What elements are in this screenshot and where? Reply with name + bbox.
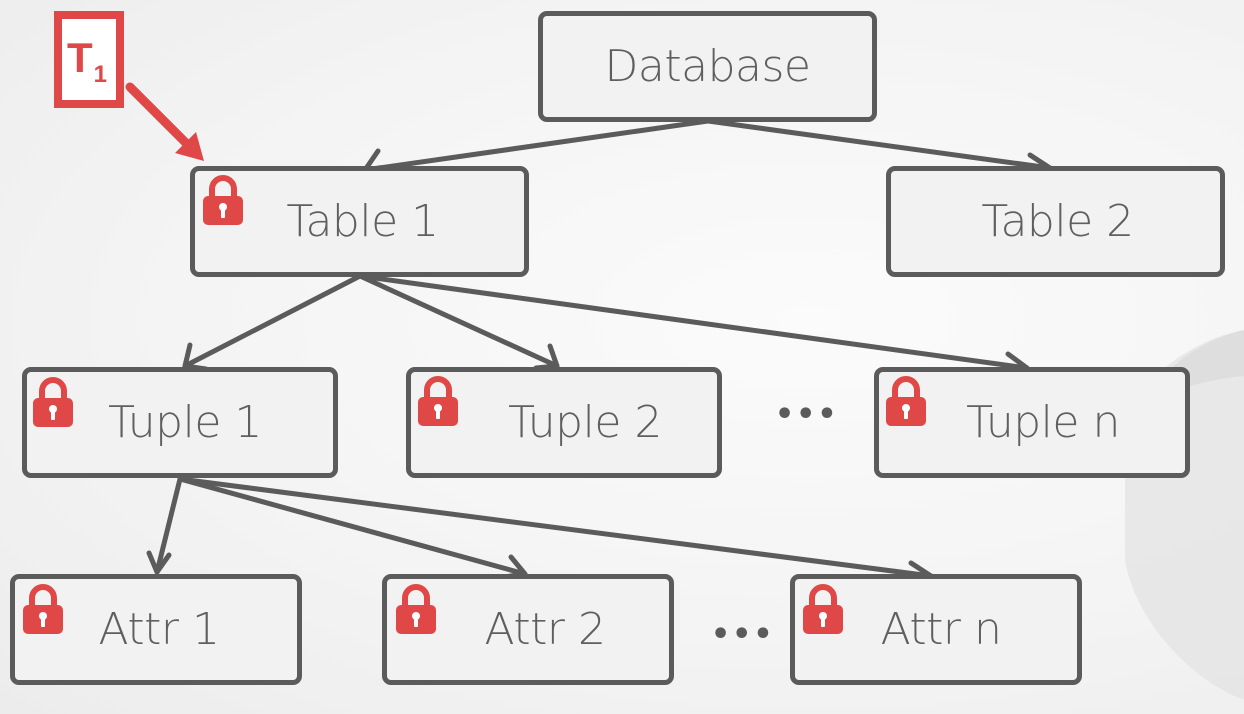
edge-tuple1-attr2 [177, 476, 528, 577]
node-attr-1-label: Attr 1 [98, 604, 220, 655]
node-table-1-label: Table 1 [286, 196, 439, 247]
node-database-label: Database [604, 41, 811, 92]
padlock-icon [33, 377, 73, 427]
padlock-icon [23, 584, 63, 634]
tuples-ellipsis: ••• [775, 397, 839, 432]
node-table-1: Table 1 [190, 166, 529, 277]
node-attr-2-label: Attr 2 [484, 604, 606, 655]
padlock-icon [886, 376, 926, 426]
t1-pointer-arrowhead [175, 132, 204, 161]
edge-table1-tuplen [357, 273, 1030, 371]
padlock-icon [803, 584, 843, 634]
padlock-icon [418, 376, 458, 426]
edge-tuple1-attrn [177, 476, 934, 579]
node-tuple-2: Tuple 2 [406, 367, 722, 478]
node-table-2: Table 2 [886, 166, 1225, 277]
transaction-label: T1 [66, 33, 107, 88]
edge-table1-tuple1 [182, 273, 363, 369]
padlock-icon [396, 584, 436, 634]
node-tuple-2-label: Tuple 2 [508, 397, 662, 448]
node-tuple-1: Tuple 1 [22, 367, 338, 478]
edge-tuple1-attr1 [154, 476, 183, 575]
edge-database-table1 [362, 118, 711, 173]
t1-pointer-arrow [125, 82, 201, 158]
node-tuple-n-label: Tuple n [966, 397, 1120, 448]
node-tuple-n: Tuple n [874, 367, 1190, 478]
padlock-icon [203, 175, 243, 225]
edge-database-table2 [705, 118, 1053, 171]
attrs-ellipsis: ••• [711, 617, 775, 652]
node-database: Database [538, 11, 877, 122]
node-tuple-1-label: Tuple 1 [108, 397, 262, 448]
node-table-2-label: Table 2 [981, 196, 1134, 247]
transaction-t1-badge: T1 [54, 11, 124, 108]
node-attr-1: Attr 1 [10, 574, 302, 685]
edge-table1-tuple2 [357, 273, 560, 369]
node-attr-n-label: Attr n [880, 604, 1002, 655]
